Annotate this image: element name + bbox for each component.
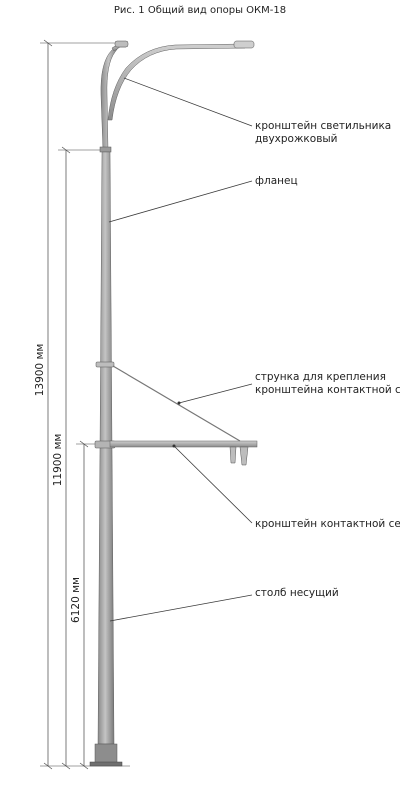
luminaire-right (233, 40, 255, 49)
leader-flange (108, 180, 253, 223)
catenary-hanger-right (239, 446, 249, 466)
dimension-11900-label: 11900 мм (52, 434, 64, 487)
leader-pole (109, 594, 253, 622)
marker-string (177, 401, 181, 405)
string-clamp (95, 361, 115, 368)
callout-lamp-bracket-line1: кронштейн светильника (255, 120, 391, 132)
leader-string (178, 383, 253, 404)
dimension-13900-label: 13900 мм (34, 344, 46, 397)
callout-flange: фланец (255, 175, 298, 187)
flange (99, 146, 112, 153)
leader-lamp-bracket (123, 77, 253, 127)
callout-string-line2: кронштейна контактной сети (255, 384, 400, 396)
callout-pole: столб несущий (255, 587, 339, 599)
figure-title: Рис. 1 Общий вид опоры ОКМ-18 (114, 5, 286, 16)
dimension-11900: 11900 мм (52, 146, 102, 770)
dimension-6120: 6120 мм (70, 440, 108, 770)
callout-lamp-bracket-line2: двухрожковый (255, 133, 338, 145)
catenary-hanger-left (229, 446, 237, 464)
callout-string-line1: струнка для крепления (255, 371, 386, 383)
luminaire-left (114, 40, 129, 48)
lamp-arm-right (107, 43, 246, 121)
dimension-6120-label: 6120 мм (70, 577, 82, 623)
marker-catenary (172, 444, 176, 448)
base-plate (89, 761, 123, 767)
catenary-bracket-arm (109, 440, 258, 448)
pole-base (94, 743, 118, 765)
dimension-13900: 13900 мм (34, 39, 118, 770)
leader-catenary-bracket (173, 445, 253, 524)
support-string (112, 365, 241, 442)
callout-catenary-bracket: кронштейн контактной сети (255, 518, 400, 530)
